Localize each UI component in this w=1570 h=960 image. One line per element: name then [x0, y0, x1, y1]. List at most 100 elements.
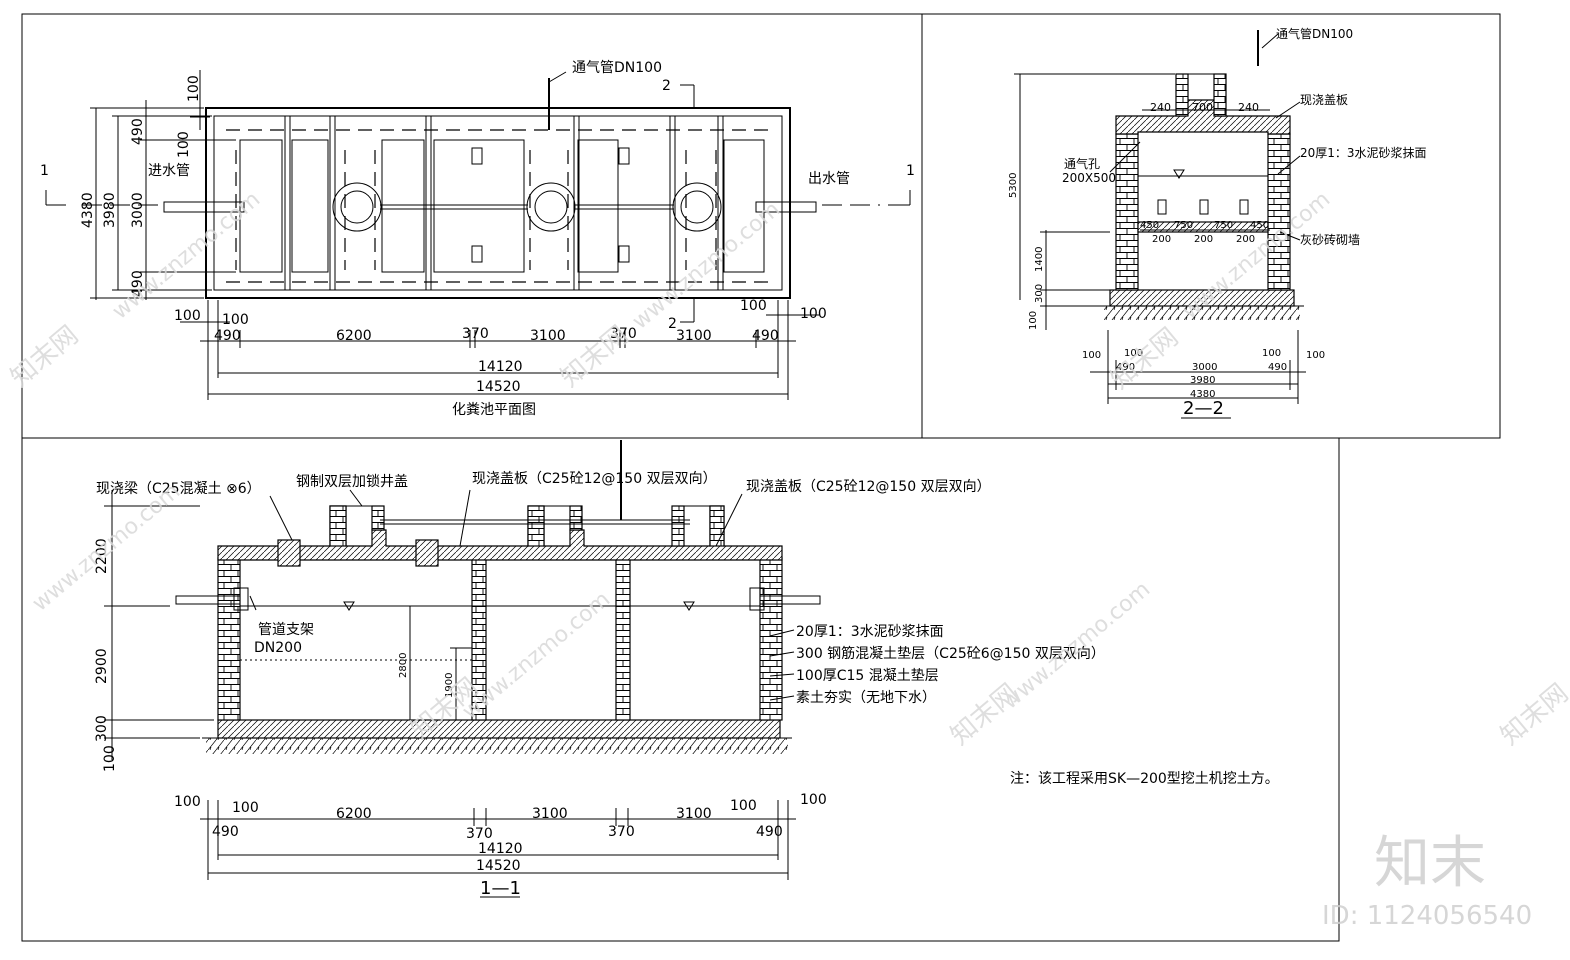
plan-dim-6200: 6200 — [336, 328, 372, 344]
s22-hole-label-2: 200X500 — [1062, 171, 1116, 185]
s22-dim-700: 700 — [1192, 101, 1213, 114]
watermark-logo: 知末 — [1374, 831, 1486, 896]
s22-dim-750b: 750 — [1214, 220, 1233, 231]
s11-dim-b-100b: 100 — [232, 800, 259, 816]
watermark-brand-2: 知末网 — [555, 320, 634, 393]
s11-slab-label-2: 现浇盖板（C25砼12@150 双层双向） — [746, 479, 991, 495]
plan-dim-4380: 4380 — [80, 192, 96, 228]
section-1-1: 现浇梁（C25混凝土 ⊗6） 钢制双层加锁井盖 现浇盖板（C25砼12@150 … — [94, 440, 1279, 899]
plan-dim-3100b: 3100 — [676, 328, 712, 344]
sheet-frames — [21, 13, 1501, 942]
s22-dim-240b: 240 — [1238, 101, 1259, 114]
s11-layer-label-4: 素土夯实（无地下水） — [796, 690, 936, 706]
s22-dim-450b: 450 — [1250, 220, 1269, 231]
plan-view: 通气管DN100 2 2 1 1 进水管 出水管 100 100 490 620… — [40, 60, 915, 418]
s11-dim-b-3100a: 3100 — [532, 806, 568, 822]
s22-vent-label: 通气管DN100 — [1276, 26, 1353, 41]
plan-dim-100-top1: 100 — [186, 75, 202, 102]
s11-beam-label: 现浇梁（C25混凝土 ⊗6） — [96, 481, 261, 497]
s22-dim-b-3980: 3980 — [1190, 375, 1215, 386]
s22-dim-b-4380: 4380 — [1190, 389, 1215, 400]
s11-layer-label-2: 300 钢筋混凝土垫层（C25砼6@150 双层双向） — [796, 645, 1105, 662]
s11-slab-label-1: 现浇盖板（C25砼12@150 双层双向） — [472, 471, 717, 487]
plan-dim-3000: 3000 — [130, 192, 146, 228]
plan-section-mark-2-top: 2 — [662, 78, 671, 94]
watermark-id: ID: 1124056540 — [1322, 901, 1532, 931]
section-2-2: 通气管DN100 现浇盖板 20厚1：3水泥砂浆抹面 灰砂砖砌墙 通气孔 200… — [1008, 26, 1427, 419]
plan-dim-100b: 100 — [222, 312, 249, 328]
watermark-brand-7: 知末网 — [1495, 678, 1570, 751]
s22-dim-b-3000: 3000 — [1192, 362, 1217, 373]
s11-pipe-dn-label: DN200 — [254, 640, 302, 656]
watermark-site-4: www.znzmo.com — [28, 479, 185, 617]
s11-note: 注：该工程采用SK—200型挖土机挖土方。 — [1010, 771, 1279, 787]
plan-dim-100c: 100 — [740, 298, 767, 314]
s22-dim-b-490b: 490 — [1268, 362, 1287, 373]
plan-dim-370b: 370 — [610, 326, 637, 342]
plan-title: 化粪池平面图 — [452, 402, 536, 418]
plan-section-mark-1-left: 1 — [40, 163, 49, 179]
s11-dim-2900: 2900 — [94, 648, 110, 684]
s11-dim-100: 100 — [102, 745, 118, 772]
watermark-brand-6: 知末网 — [945, 678, 1024, 751]
s11-dim-b-370a: 370 — [466, 826, 493, 842]
s22-plaster-label: 20厚1：3水泥砂浆抹面 — [1300, 145, 1427, 160]
s22-dim-200c: 200 — [1236, 234, 1255, 245]
s11-dim-b-370b: 370 — [608, 824, 635, 840]
s22-dim-b-100d: 100 — [1306, 350, 1325, 361]
s11-dim-14520: 14520 — [476, 858, 521, 874]
plan-dim-3980: 3980 — [102, 192, 118, 228]
s11-dim-b-490a: 490 — [212, 824, 239, 840]
s11-dim-b-100d: 100 — [800, 792, 827, 808]
s22-hole-label-1: 通气孔 — [1064, 156, 1100, 171]
plan-dim-14120: 14120 — [478, 359, 523, 375]
s22-dim-b-490a: 490 — [1116, 362, 1135, 373]
s11-layer-label-1: 20厚1：3水泥砂浆抹面 — [796, 624, 944, 640]
plan-dim-370a: 370 — [462, 326, 489, 342]
s11-dim-1900: 1900 — [444, 673, 455, 698]
plan-inlet-label: 进水管 — [148, 163, 190, 179]
s22-dim-b-100b: 100 — [1124, 348, 1143, 359]
s22-dim-1400: 1400 — [1034, 247, 1045, 272]
s22-dim-100: 100 — [1028, 311, 1039, 330]
s22-title: 2—2 — [1183, 398, 1224, 419]
s22-wall-label: 灰砂砖砌墙 — [1300, 232, 1360, 247]
s22-dim-300: 300 — [1034, 284, 1045, 303]
s11-title: 1—1 — [480, 878, 521, 899]
plan-outlet-label: 出水管 — [808, 171, 850, 187]
plan-section-mark-2-bottom: 2 — [668, 316, 677, 332]
plan-dim-100a: 100 — [174, 308, 201, 324]
s22-dim-450a: 450 — [1140, 220, 1159, 231]
plan-section-mark-1-right: 1 — [906, 163, 915, 179]
s22-dim-750a: 750 — [1174, 220, 1193, 231]
plan-dim-490a: 490 — [214, 328, 241, 344]
s11-dim-2800: 2800 — [398, 653, 409, 678]
s22-dim-240a: 240 — [1150, 101, 1171, 114]
plan-vent-label: 通气管DN100 — [572, 60, 662, 76]
plan-dim-100-top2: 100 — [176, 131, 192, 158]
watermark-brand-1: 知末网 — [5, 320, 84, 393]
s11-layer-label-3: 100厚C15 混凝土垫层 — [796, 668, 939, 684]
plan-dim-490-top: 490 — [130, 118, 146, 145]
s11-dim-300: 300 — [94, 715, 110, 742]
s22-dim-b-100c: 100 — [1262, 348, 1281, 359]
s11-cover-lock-label: 钢制双层加锁井盖 — [296, 474, 408, 490]
s11-dim-b-100c: 100 — [730, 798, 757, 814]
s22-dim-200a: 200 — [1152, 234, 1171, 245]
s11-dim-14120: 14120 — [478, 841, 523, 857]
plan-dim-490b: 490 — [752, 328, 779, 344]
s11-dim-b-3100b: 3100 — [676, 806, 712, 822]
plan-dim-490-bottom: 490 — [130, 270, 146, 297]
s11-pipe-support-label: 管道支架 — [258, 622, 314, 638]
s11-dim-2200: 2200 — [94, 538, 110, 574]
plan-dim-3100a: 3100 — [530, 328, 566, 344]
s22-dim-b-100a: 100 — [1082, 350, 1101, 361]
s11-dim-b-490b: 490 — [756, 824, 783, 840]
s22-dim-5300: 5300 — [1008, 173, 1019, 198]
plan-dim-100d: 100 — [800, 306, 827, 322]
s11-dim-b-100a: 100 — [174, 794, 201, 810]
s22-cover-label: 现浇盖板 — [1300, 93, 1348, 107]
s22-dim-200b: 200 — [1194, 234, 1213, 245]
